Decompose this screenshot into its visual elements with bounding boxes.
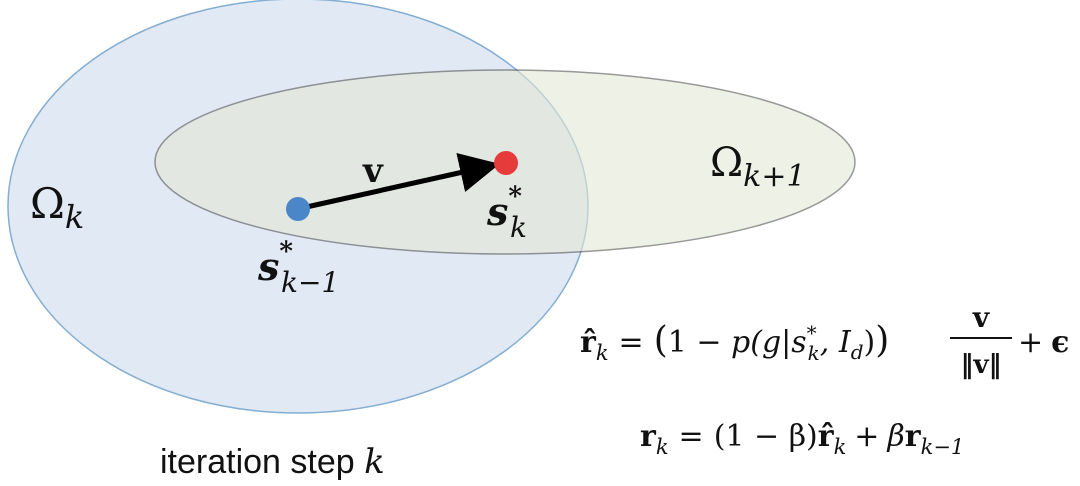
svg-text:+ϵ: +ϵ: [1018, 325, 1069, 360]
vector-arrow: [301, 153, 500, 211]
equation-r: rk=(1 − β)r̂k+βrk−1: [640, 419, 964, 459]
caption-iteration-step: iteration step k: [160, 442, 385, 482]
svg-text:rk=(1 − β)r̂k+βrk−1: rk=(1 − β)r̂k+βrk−1: [640, 419, 964, 459]
s-k-minus-1-label: s*k−1: [257, 237, 339, 299]
svg-text:v: v: [972, 301, 990, 334]
svg-text:‖v‖: ‖v‖: [960, 350, 1001, 380]
omega-k-label: Ωk: [30, 179, 84, 236]
point-s-k-minus-1: [286, 197, 310, 221]
omega-k-plus-1-label: Ωk+1: [710, 140, 806, 194]
equation-r-hat: r̂k=(1 − p(g|s*k, Id)) v ‖v‖ +ϵ: [580, 301, 1069, 380]
s-k-label: s*k: [486, 182, 527, 244]
vector-v-label: v: [362, 151, 384, 191]
point-s-k: [494, 151, 518, 175]
svg-text:r̂k=(1 − p(g|s*k, Id)): r̂k=(1 − p(g|s*k, Id)): [580, 320, 889, 365]
